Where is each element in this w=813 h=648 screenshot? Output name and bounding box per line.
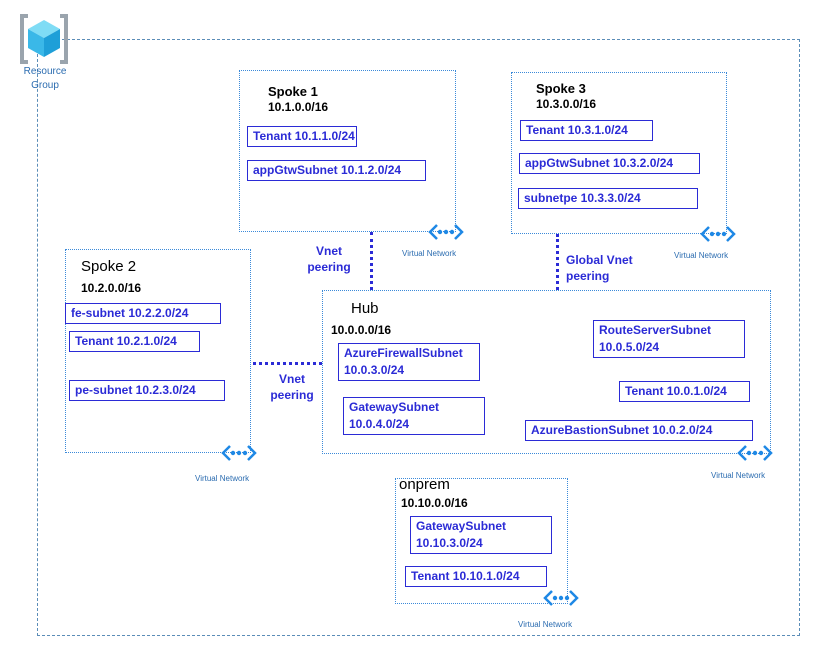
hub-subnet-azurefirewall[interactable]: AzureFirewallSubnet 10.0.3.0/24 (338, 343, 480, 381)
spoke3-title: Spoke 3 (536, 81, 586, 96)
spoke3-cidr: 10.3.0.0/16 (536, 97, 597, 111)
virtual-network-label: Virtual Network (402, 249, 457, 258)
onprem-subnet-gateway[interactable]: GatewaySubnet 10.10.3.0/24 (410, 516, 552, 554)
onprem-cidr: 10.10.0.0/16 (401, 496, 468, 510)
hub-title: Hub (351, 300, 379, 317)
resource-group-icon (20, 14, 68, 64)
spoke1-title: Spoke 1 (268, 84, 318, 99)
resource-group-border (37, 39, 800, 636)
peering-label-spoke1-hub: Vnet peering (307, 244, 351, 274)
hub-subnet-routeserver[interactable]: RouteServerSubnet 10.0.5.0/24 (593, 320, 745, 358)
virtual-network-icon (221, 445, 257, 461)
virtual-network-icon (700, 226, 736, 242)
virtual-network-label: Virtual Network (674, 251, 729, 260)
onprem-subnet-tenant[interactable]: Tenant 10.10.1.0/24 (405, 566, 547, 587)
peering-line-spoke2-hub (253, 362, 322, 365)
virtual-network-label: Virtual Network (518, 620, 573, 629)
peering-label-spoke2-hub: Vnet peering (270, 372, 314, 402)
peering-line-spoke1-hub (370, 232, 373, 290)
spoke3-subnet-appgtw[interactable]: appGtwSubnet 10.3.2.0/24 (519, 153, 700, 174)
vnet-spoke1 (239, 70, 456, 232)
hub-subnet-azurebastion[interactable]: AzureBastionSubnet 10.0.2.0/24 (525, 420, 753, 441)
vnet-hub (322, 290, 771, 454)
spoke2-subnet-fe[interactable]: fe-subnet 10.2.2.0/24 (65, 303, 221, 324)
vnet-onprem (395, 478, 568, 604)
spoke2-subnet-pe[interactable]: pe-subnet 10.2.3.0/24 (69, 380, 225, 401)
hub-subnet-tenant[interactable]: Tenant 10.0.1.0/24 (619, 381, 750, 402)
onprem-title: onprem (399, 476, 450, 493)
spoke1-subnet-tenant[interactable]: Tenant 10.1.1.0/24 (247, 126, 357, 147)
virtual-network-icon (543, 590, 579, 606)
spoke1-subnet-appgtw[interactable]: appGtwSubnet 10.1.2.0/24 (247, 160, 426, 181)
virtual-network-icon (428, 224, 464, 240)
virtual-network-label: Virtual Network (711, 471, 766, 480)
spoke2-title: Spoke 2 (81, 258, 137, 275)
hub-subnet-gateway[interactable]: GatewaySubnet 10.0.4.0/24 (343, 397, 485, 435)
spoke1-cidr: 10.1.0.0/16 (268, 100, 329, 114)
hub-cidr: 10.0.0.0/16 (331, 323, 392, 337)
vnet-spoke3 (511, 72, 727, 234)
spoke2-cidr: 10.2.0.0/16 (81, 281, 142, 295)
peering-line-spoke3-hub (556, 234, 559, 290)
vnet-spoke2 (65, 249, 251, 453)
peering-label-spoke3-hub: Global Vnet peering (566, 253, 633, 283)
spoke3-subnet-tenant[interactable]: Tenant 10.3.1.0/24 (520, 120, 653, 141)
virtual-network-label: Virtual Network (195, 474, 250, 483)
virtual-network-icon (737, 445, 773, 461)
spoke2-subnet-tenant[interactable]: Tenant 10.2.1.0/24 (69, 331, 200, 352)
resource-group-label: Resource Group (23, 66, 67, 91)
spoke3-subnet-pe[interactable]: subnetpe 10.3.3.0/24 (518, 188, 698, 209)
